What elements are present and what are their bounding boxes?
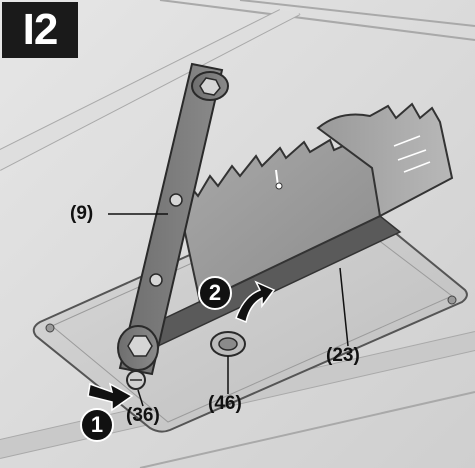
- step-marker-1: 1: [80, 408, 114, 442]
- callout-wrench: (9): [70, 203, 94, 224]
- arrow-step-2: [235, 280, 276, 324]
- callout-screw-36: (36): [126, 405, 160, 426]
- step-marker-2: 2: [198, 276, 232, 310]
- callout-insert: (23): [326, 345, 360, 366]
- leader-lines: [108, 213, 349, 407]
- riving-knife: [316, 102, 454, 218]
- callout-screw-46: (46): [208, 393, 242, 414]
- step-title: I2: [2, 2, 78, 58]
- wrench: [118, 62, 224, 376]
- arrow-step-1: [87, 382, 134, 412]
